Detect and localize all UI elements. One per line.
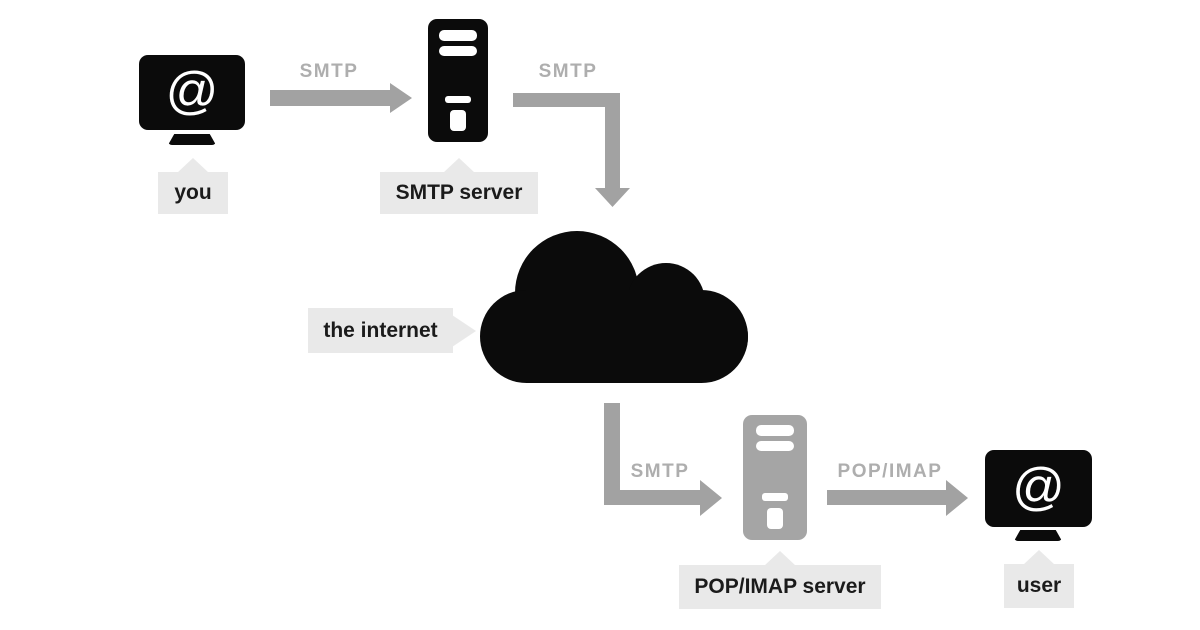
user-label: user (1016, 574, 1062, 597)
callout-pointer-icon (452, 314, 476, 347)
smtp-label-1: SMTP (299, 61, 359, 82)
monitor-stand-icon (1014, 530, 1062, 541)
server-slot-icon (445, 96, 471, 103)
you-label: you (174, 181, 212, 204)
pop-imap-server-icon (743, 415, 807, 540)
pop-imap-arrow-icon (827, 480, 968, 516)
internet-callout: the internet (308, 308, 476, 353)
internet-cloud-icon (480, 231, 748, 383)
smtp-server-label: SMTP server (395, 181, 523, 204)
smtp-arrow-1-icon (270, 83, 412, 113)
smtp-label-2: SMTP (538, 61, 598, 82)
pop-imap-label: POP/IMAP (837, 461, 943, 482)
smtp-server-callout: SMTP server (380, 158, 538, 214)
server-drive-icon (450, 110, 466, 131)
server-bar-icon (756, 441, 794, 451)
smtp-server-icon (428, 19, 488, 142)
monitor-screen: @ (139, 55, 245, 130)
smtp-arrow-2-icon (513, 93, 630, 207)
you-callout: you (158, 158, 228, 214)
at-sign-icon: @ (165, 61, 219, 120)
callout-pointer-icon (443, 158, 475, 173)
internet-label: the internet (323, 318, 438, 342)
smtp-arrow-3-icon (604, 403, 722, 516)
server-bar-icon (439, 46, 477, 56)
pop-imap-server-callout: POP/IMAP server (679, 551, 881, 609)
server-slot-icon (762, 493, 788, 501)
server-bar-icon (439, 30, 477, 41)
monitor-stand-icon (168, 134, 216, 145)
pop-imap-server-label: POP/IMAP server (694, 575, 866, 598)
at-sign-icon: @ (1012, 457, 1065, 516)
callout-pointer-icon (764, 551, 796, 566)
monitor-screen: @ (985, 450, 1092, 527)
callout-pointer-icon (1023, 550, 1055, 565)
server-drive-icon (767, 508, 783, 529)
user-callout: user (1004, 550, 1074, 608)
server-bar-icon (756, 425, 794, 436)
smtp-label-3: SMTP (630, 461, 690, 482)
callout-pointer-icon (177, 158, 209, 173)
